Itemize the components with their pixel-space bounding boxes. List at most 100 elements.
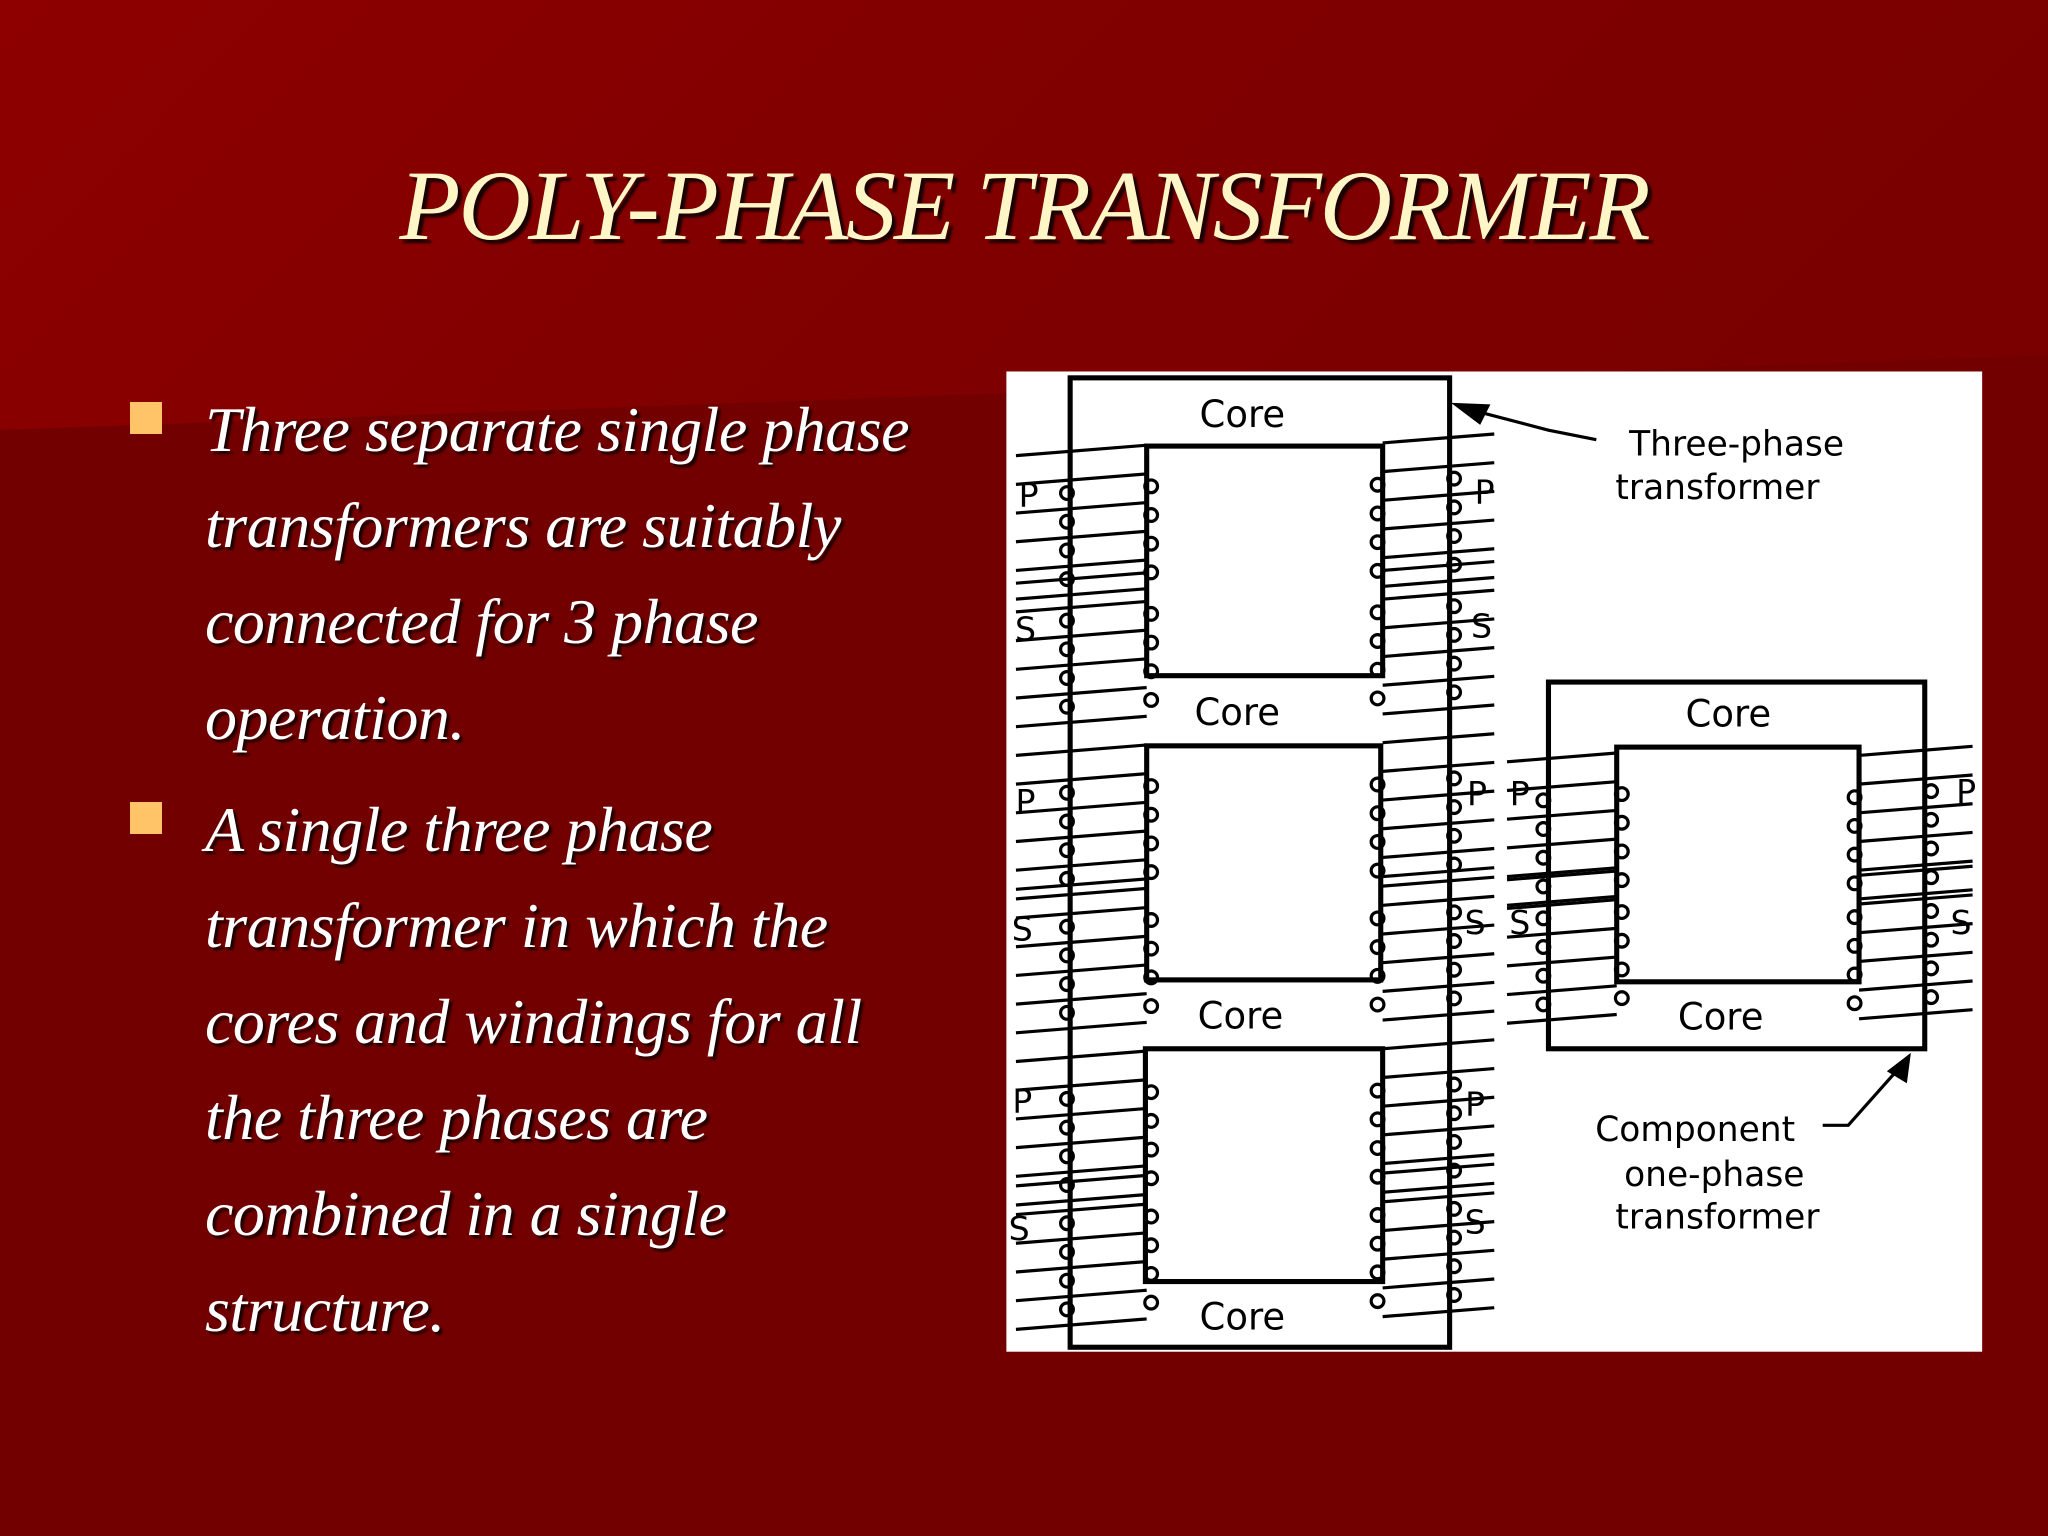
winding-turn [1382, 617, 1495, 630]
winding-loop [1058, 485, 1075, 502]
bullet-1-line: Three separate single phase [205, 394, 910, 465]
winding-loop [1058, 976, 1075, 993]
winding-turn [1382, 1009, 1495, 1022]
winding-loop [1446, 1200, 1463, 1217]
winding-turn [1858, 888, 1973, 901]
winding-turn [1382, 980, 1495, 993]
winding-loop [1058, 641, 1075, 658]
secondary-label: S [1471, 606, 1492, 645]
winding-loop [1446, 770, 1463, 787]
winding-turn [1015, 1173, 1147, 1188]
winding-turn [1382, 923, 1495, 936]
winding-turn [1015, 1164, 1147, 1178]
winding-loop [1369, 910, 1386, 927]
primary-label: P [1012, 1082, 1032, 1121]
winding-turn [1506, 780, 1617, 793]
winding-loop [1143, 778, 1160, 795]
winding-loop [1613, 904, 1630, 921]
bullet-2-line: A single three phase [205, 794, 713, 865]
winding-loop [1446, 990, 1463, 1007]
winding-turn [1858, 922, 1973, 935]
winding-turn [1382, 1220, 1495, 1233]
winding-loop [1923, 989, 1940, 1006]
winding-turn [1015, 1288, 1147, 1303]
winding-turn [1015, 1202, 1147, 1217]
winding-loop [1369, 1235, 1386, 1252]
winding-turn [1858, 864, 1973, 877]
winding-turn [1506, 869, 1617, 882]
bullet-text-2: A single three phase transformer in whic… [205, 782, 862, 1358]
winding-loop [1058, 1243, 1075, 1260]
winding-loop [1446, 626, 1463, 643]
winding-loop [1143, 806, 1160, 823]
winding-turn [1506, 808, 1617, 821]
winding-loop [1143, 1294, 1160, 1311]
winding-loop [1535, 996, 1552, 1013]
arrowhead-icon [1886, 1052, 1911, 1084]
winding-loop [1446, 655, 1463, 672]
bullet-square-icon [130, 402, 162, 434]
winding-loop [1058, 1004, 1075, 1021]
winding-loop [1535, 821, 1552, 838]
winding-turn [1382, 846, 1495, 860]
diagram-background [1006, 371, 1983, 1352]
winding-turn [1858, 1008, 1973, 1021]
bullet-2-line: transformer in which the [205, 890, 828, 961]
winding-loop [1058, 784, 1075, 801]
winding-loop [1923, 840, 1940, 857]
winding-loop [1535, 878, 1552, 895]
winding-loop [1446, 1258, 1463, 1275]
winding-turn [1506, 1012, 1617, 1025]
winding-turn [1382, 559, 1495, 573]
primary-label: P [1475, 472, 1495, 511]
winding-loop [1058, 542, 1075, 559]
bullet-square-icon [130, 802, 162, 834]
winding-loop [1058, 842, 1075, 859]
winding-loop [1535, 792, 1552, 809]
winding-turn [1015, 1106, 1147, 1121]
winding-loop [1846, 875, 1863, 892]
winding-loop [1369, 1207, 1386, 1223]
component-label: transformer [1615, 1198, 1820, 1238]
winding-loop [1143, 1170, 1160, 1187]
winding-loop [1846, 995, 1863, 1012]
secondary-label: S [1009, 1209, 1030, 1248]
winding-loop [1446, 470, 1463, 487]
winding-loop [1143, 998, 1160, 1015]
winding-loop [1369, 690, 1386, 707]
winding-loop [1143, 535, 1160, 552]
winding-turn [1382, 518, 1495, 531]
winding-turn [1382, 875, 1495, 888]
winding-turn [1015, 800, 1147, 815]
winding-loop [1369, 996, 1386, 1013]
core-window [1144, 743, 1384, 983]
winding-turn [1506, 837, 1617, 850]
winding-turn [1015, 443, 1147, 458]
secondary-label: S [1951, 903, 1972, 942]
winding-loop [1369, 776, 1386, 793]
winding-loop [1369, 534, 1386, 551]
winding-loop [1058, 947, 1075, 964]
winding-turn [1858, 802, 1973, 815]
winding-loop [1143, 507, 1160, 523]
bullet-1-line: connected for 3 phase [205, 586, 758, 657]
winding-turn [1015, 472, 1147, 486]
primary-label: P [1019, 476, 1039, 515]
core-label: Core [1194, 691, 1280, 734]
primary-label: P [1465, 1085, 1485, 1124]
winding-loop [1446, 799, 1463, 816]
winding-loop [1369, 1111, 1386, 1128]
winding-turn [1015, 992, 1147, 1006]
winding-turn [1015, 1231, 1147, 1245]
core-label: Core [1678, 996, 1764, 1039]
winding-turn [1858, 744, 1973, 757]
winding-loop [1058, 670, 1075, 686]
winding-turn [1015, 558, 1147, 573]
core-label: Core [1200, 393, 1286, 436]
bullet-text-1: Three separate single phase transformers… [205, 382, 910, 766]
winding-turn [1382, 432, 1495, 445]
winding-loop [1143, 1265, 1160, 1282]
winding-turn [1506, 894, 1617, 907]
primary-label: P [1016, 782, 1036, 821]
winding-loop [1535, 939, 1552, 955]
